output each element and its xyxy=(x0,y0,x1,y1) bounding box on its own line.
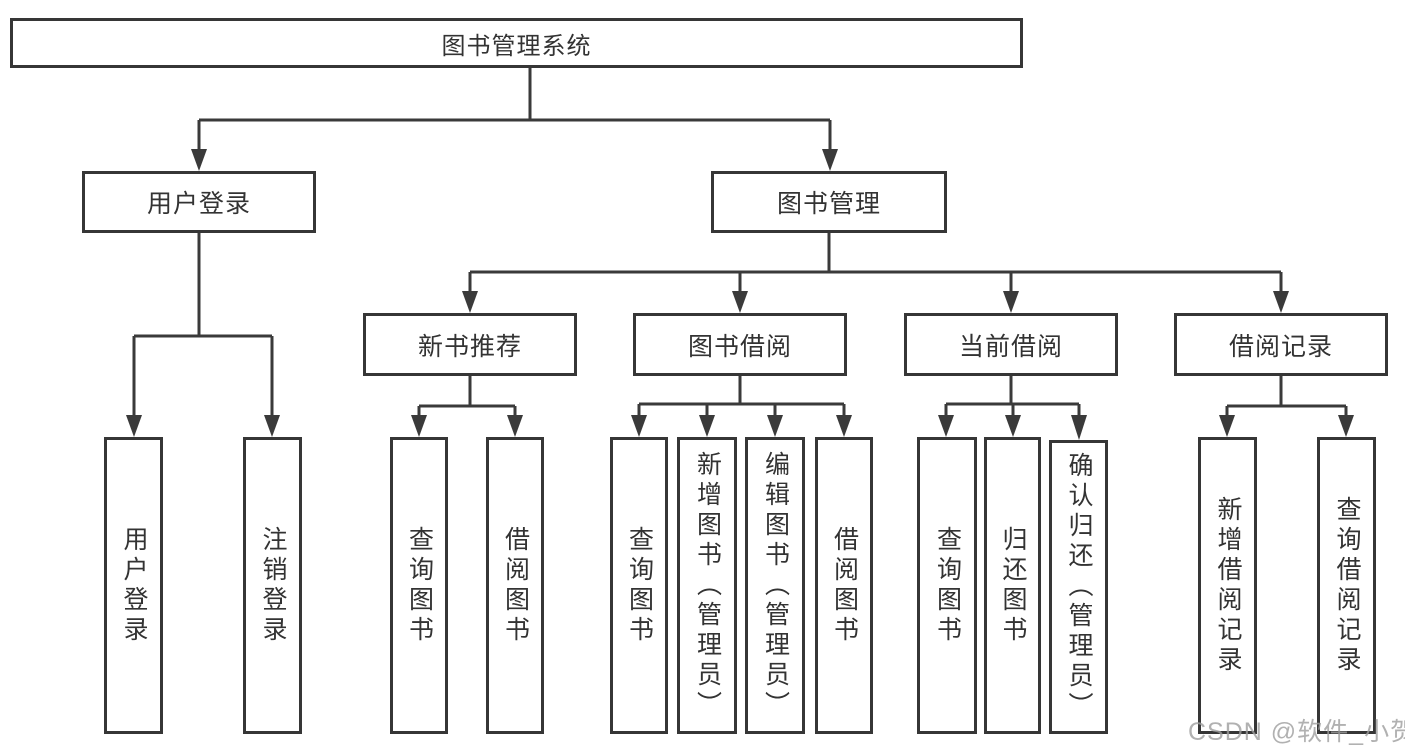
leaf-user-login: 用户登录 xyxy=(104,437,163,734)
arrowhead xyxy=(411,415,427,437)
leaf-query-borrow-record: 查询借阅记录 xyxy=(1317,437,1376,734)
leaf-query-book-2-label: 查询图书 xyxy=(625,525,654,646)
leaf-query-borrow-record-label: 查询借阅记录 xyxy=(1333,495,1361,676)
arrowhead xyxy=(126,415,142,437)
node-user-login: 用户登录 xyxy=(82,171,316,233)
leaf-query-book-1-label: 查询图书 xyxy=(405,525,434,646)
leaf-query-book-2: 查询图书 xyxy=(610,437,668,734)
arrowhead xyxy=(836,415,852,437)
node-user-login-label: 用户登录 xyxy=(146,190,251,218)
node-book-management-label: 图书管理 xyxy=(776,190,881,218)
node-current-borrowing-label: 当前借阅 xyxy=(958,332,1063,361)
arrowhead xyxy=(462,291,478,313)
node-new-book-recommendation: 新书推荐 xyxy=(363,313,577,376)
leaf-borrow-book-2-label: 借阅图书 xyxy=(830,525,859,646)
edge-currentborrow-to-leaves xyxy=(938,376,1087,440)
leaf-borrow-book-1-label: 借阅图书 xyxy=(501,525,530,646)
node-new-book-recommendation-label: 新书推荐 xyxy=(417,332,522,361)
leaf-query-book-3-label: 查询图书 xyxy=(933,525,962,646)
watermark: CSDN @软件_小贺同学 xyxy=(1188,718,1405,746)
leaf-edit-book-admin-label: 编辑图书（管理员） xyxy=(761,450,790,721)
leaf-confirm-return-admin-label: 确认归还（管理员） xyxy=(1065,452,1093,722)
arrowhead xyxy=(822,149,838,171)
leaf-logout-label: 注销登录 xyxy=(259,525,287,646)
edge-bookmgmt-to-level3 xyxy=(462,233,1289,313)
arrowhead xyxy=(1071,415,1087,440)
node-book-management: 图书管理 xyxy=(711,171,947,233)
leaf-logout: 注销登录 xyxy=(243,437,302,734)
node-book-borrowing-label: 图书借阅 xyxy=(687,332,792,361)
leaf-borrow-book-2: 借阅图书 xyxy=(815,437,873,734)
leaf-add-borrow-record: 新增借阅记录 xyxy=(1198,437,1257,734)
node-borrowing-record: 借阅记录 xyxy=(1174,313,1388,376)
arrowhead xyxy=(1005,415,1021,437)
edge-userlogin-to-leaves xyxy=(126,233,280,437)
arrowhead xyxy=(631,415,647,437)
arrowhead xyxy=(1338,415,1354,437)
leaf-add-book-admin: 新增图书（管理员） xyxy=(677,437,737,734)
node-book-borrowing: 图书借阅 xyxy=(633,313,847,376)
leaf-add-book-admin-label: 新增图书（管理员） xyxy=(693,450,722,721)
leaf-user-login-label: 用户登录 xyxy=(120,525,148,646)
leaf-query-book-1: 查询图书 xyxy=(390,437,448,734)
arrowhead xyxy=(732,291,748,313)
leaf-return-book: 归还图书 xyxy=(984,437,1041,734)
edge-borrowrecord-to-leaves xyxy=(1219,376,1354,437)
leaf-edit-book-admin: 编辑图书（管理员） xyxy=(745,437,805,734)
leaf-confirm-return-admin: 确认归还（管理员） xyxy=(1049,440,1108,734)
arrowhead xyxy=(191,149,207,171)
leaf-query-book-3: 查询图书 xyxy=(917,437,977,734)
node-library-management-system-label: 图书管理系统 xyxy=(441,32,592,60)
node-current-borrowing: 当前借阅 xyxy=(904,313,1118,376)
edge-root-to-level2 xyxy=(191,68,838,171)
arrowhead xyxy=(264,415,280,437)
leaf-borrow-book-1: 借阅图书 xyxy=(486,437,544,734)
arrowhead xyxy=(1273,291,1289,313)
leaf-return-book-label: 归还图书 xyxy=(999,525,1027,646)
arrowhead xyxy=(938,415,954,437)
arrowhead xyxy=(1003,291,1019,313)
leaf-add-borrow-record-label: 新增借阅记录 xyxy=(1214,495,1242,676)
arrowhead xyxy=(699,415,715,437)
edge-newbookrec-to-leaves xyxy=(411,376,523,437)
node-library-management-system: 图书管理系统 xyxy=(10,18,1023,68)
arrowhead xyxy=(507,415,523,437)
edge-bookborrow-to-leaves xyxy=(631,376,852,437)
arrowhead xyxy=(1219,415,1235,437)
node-borrowing-record-label: 借阅记录 xyxy=(1228,332,1333,361)
arrowhead xyxy=(767,415,783,437)
